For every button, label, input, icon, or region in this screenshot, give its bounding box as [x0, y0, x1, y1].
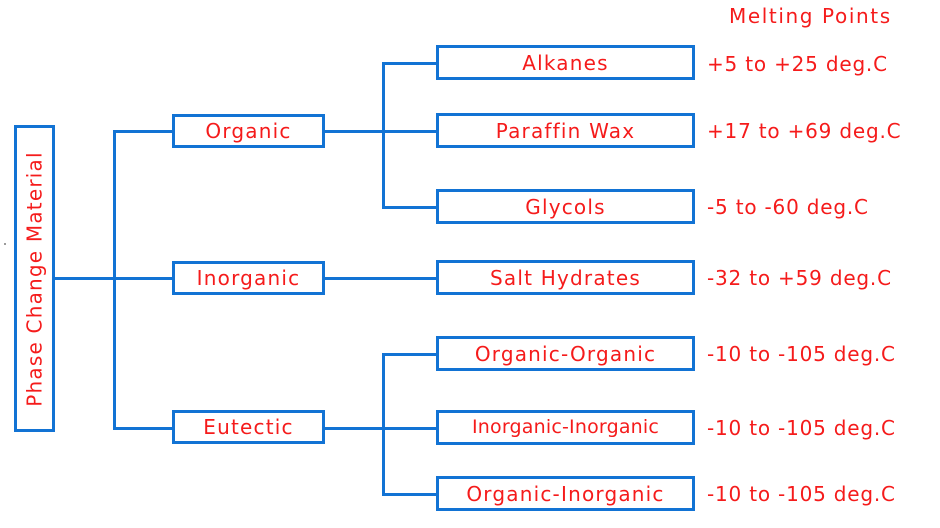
melting-point-glycols: -5 to -60 deg.C [707, 195, 869, 219]
leaf-node-paraffin-wax-label: Paraffin Wax [495, 118, 636, 143]
connector-eutectic-to-organic-organic [382, 353, 437, 356]
root-node-label: Phase Change Material [22, 150, 47, 407]
melting-point-paraffin-wax: +17 to +69 deg.C [707, 119, 902, 143]
connector-eutectic-to-organic-inorganic [382, 493, 437, 496]
leaf-node-paraffin-wax[interactable]: Paraffin Wax [436, 113, 695, 148]
melting-point-inorganic-inorganic: -10 to -105 deg.C [707, 416, 896, 440]
connector-organic-out [325, 130, 385, 133]
connector-organic-to-alkanes [382, 62, 437, 65]
connector-organic-to-paraffin [382, 130, 437, 133]
connector-organic-bus [382, 62, 385, 208]
leaf-node-alkanes[interactable]: Alkanes [436, 45, 695, 80]
leaf-node-inorganic-inorganic[interactable]: Inorganic-Inorganic [436, 410, 695, 445]
melting-point-organic-organic: -10 to -105 deg.C [707, 342, 896, 366]
connector-organic-to-glycols [382, 206, 437, 209]
leaf-node-organic-organic[interactable]: Organic-Organic [436, 336, 695, 371]
leaf-node-salt-hydrates-label: Salt Hydrates [490, 265, 641, 290]
leaf-node-inorganic-inorganic-label: Inorganic-Inorganic [471, 416, 660, 438]
category-node-eutectic-label: Eutectic [203, 415, 294, 439]
category-node-organic[interactable]: Organic [172, 114, 325, 148]
connector-trunk-to-organic [113, 130, 173, 133]
connector-trunk-to-inorganic [113, 277, 173, 280]
category-node-inorganic[interactable]: Inorganic [172, 261, 325, 295]
leaf-node-glycols-label: Glycols [525, 194, 606, 219]
category-node-organic-label: Organic [205, 119, 292, 143]
melting-point-salt-hydrates: -32 to +59 deg.C [707, 266, 892, 290]
connector-eutectic-out [325, 427, 385, 430]
connector-trunk-to-eutectic [113, 427, 173, 430]
melting-point-organic-inorganic: -10 to -105 deg.C [707, 482, 896, 506]
connector-main-trunk [113, 130, 116, 430]
leaf-node-salt-hydrates[interactable]: Salt Hydrates [436, 260, 695, 295]
category-node-inorganic-label: Inorganic [196, 266, 301, 290]
leaf-node-glycols[interactable]: Glycols [436, 189, 695, 224]
category-node-eutectic[interactable]: Eutectic [172, 410, 325, 444]
connector-root-stem [55, 277, 115, 280]
connector-eutectic-bus [382, 353, 385, 496]
connector-inorganic-to-salt-hydrates [325, 277, 437, 280]
stray-dot-artifact [4, 243, 6, 245]
root-node-phase-change-material[interactable]: Phase Change Material [14, 125, 55, 432]
melting-points-column-header: Melting Points [729, 4, 892, 28]
leaf-node-organic-inorganic[interactable]: Organic-Inorganic [436, 476, 695, 511]
leaf-node-alkanes-label: Alkanes [522, 50, 609, 75]
connector-eutectic-to-inorganic-inorganic [382, 427, 437, 430]
leaf-node-organic-organic-label: Organic-Organic [474, 341, 657, 366]
leaf-node-organic-inorganic-label: Organic-Inorganic [466, 481, 665, 506]
melting-point-alkanes: +5 to +25 deg.C [707, 52, 888, 76]
